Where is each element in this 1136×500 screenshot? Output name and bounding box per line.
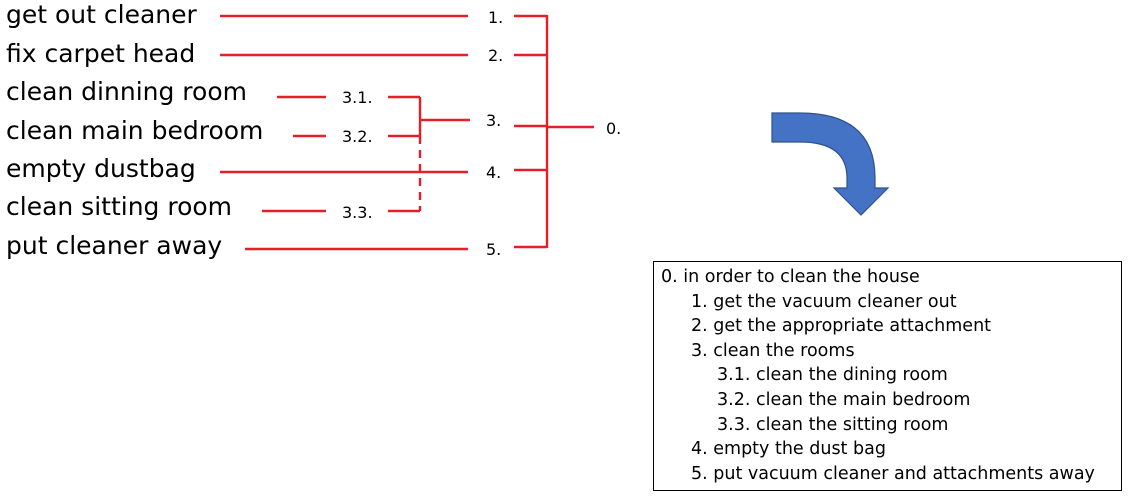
task-label-get-out-cleaner: get out cleaner bbox=[6, 0, 198, 29]
outline-line: 4. empty the dust bag bbox=[691, 439, 886, 460]
outline-line: 2. get the appropriate attachment bbox=[691, 316, 992, 337]
number-label-0: 0. bbox=[606, 119, 621, 138]
number-label-2: 2. bbox=[488, 46, 503, 65]
number-label-3-1: 3.1. bbox=[342, 88, 373, 107]
outline-line: 3. clean the rooms bbox=[691, 340, 855, 361]
curved-arrow-down-icon bbox=[771, 112, 890, 216]
outline-line: 3.2. clean the main bedroom bbox=[717, 389, 971, 410]
number-label-3: 3. bbox=[486, 111, 501, 130]
outline-line: 5. put vacuum cleaner and attachments aw… bbox=[691, 463, 1095, 484]
number-label-3-2: 3.2. bbox=[342, 127, 373, 146]
outline-line: 0. in order to clean the house bbox=[661, 267, 920, 287]
number-label-5: 5. bbox=[486, 240, 501, 259]
outline-line: 1. get the vacuum cleaner out bbox=[691, 291, 957, 312]
task-label-fix-carpet-head: fix carpet head bbox=[6, 39, 195, 68]
outline-line: 3.1. clean the dining room bbox=[717, 365, 948, 386]
task-label-clean-main-bedroom: clean main bedroom bbox=[6, 116, 263, 145]
task-label-clean-sitting-room: clean sitting room bbox=[6, 192, 232, 221]
number-label-4: 4. bbox=[486, 163, 501, 182]
outline-box: 0. in order to clean the house 1. get the… bbox=[653, 261, 1122, 491]
outline-line: 3.3. clean the sitting room bbox=[717, 414, 949, 435]
number-label-3-3: 3.3. bbox=[342, 203, 373, 222]
task-label-empty-dustbag: empty dustbag bbox=[6, 154, 196, 183]
number-label-1: 1. bbox=[488, 8, 503, 27]
task-label-put-cleaner-away: put cleaner away bbox=[6, 231, 222, 260]
task-label-clean-dinning-room: clean dinning room bbox=[6, 77, 247, 106]
